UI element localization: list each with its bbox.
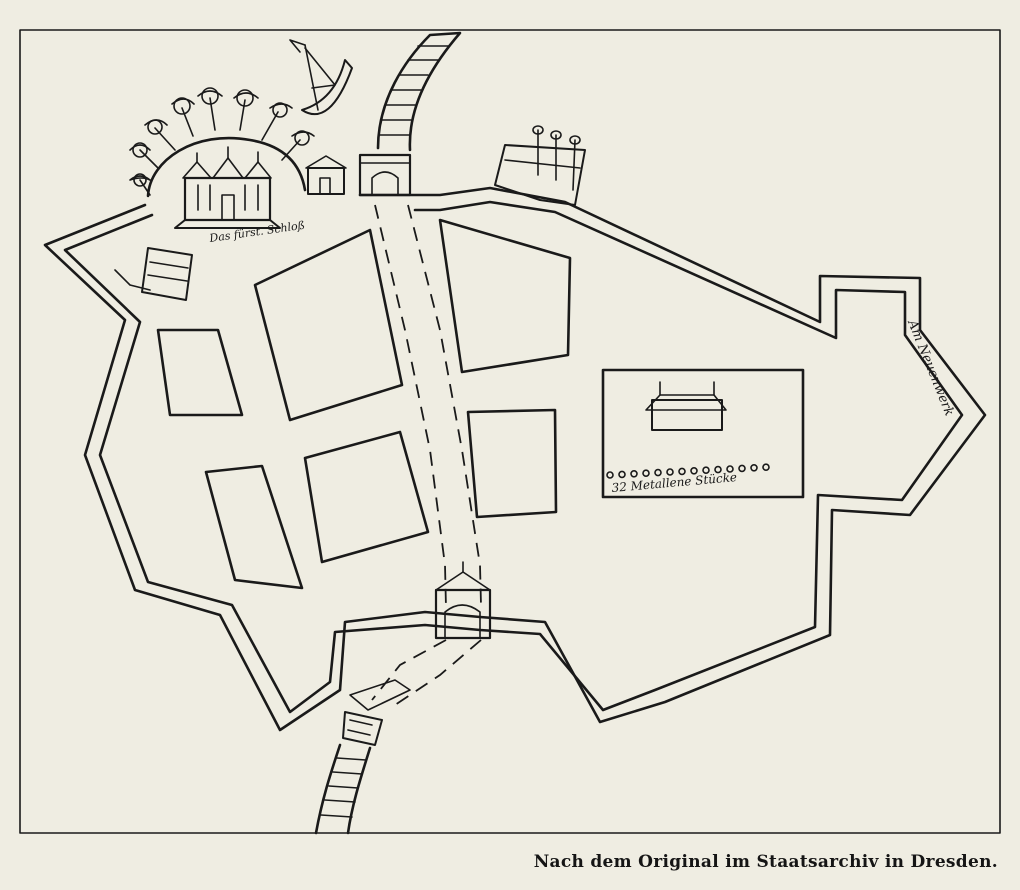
cannon-mark: [606, 471, 614, 479]
northeast-bastion: [494, 125, 586, 206]
castle-label: Das fürst. Schloß: [208, 219, 306, 245]
cannon-mark: [618, 470, 626, 479]
main-street: [407, 204, 482, 606]
map-frame: [19, 29, 1001, 834]
cannon-mark: [642, 469, 650, 478]
cannon-mark: [678, 467, 686, 476]
cannon-mark: [762, 463, 770, 472]
market-square: [601, 368, 805, 499]
cannon-mark: [654, 468, 662, 477]
south-gatehouse: [342, 679, 411, 746]
north-gate: [358, 153, 412, 197]
north-bridge: [376, 31, 462, 152]
city-block: [156, 328, 244, 417]
south-bridge: [314, 743, 372, 835]
cannon-mark: [738, 464, 746, 473]
castle-hill: [146, 136, 307, 198]
lower-road: [394, 639, 482, 706]
lower-road: [371, 639, 447, 701]
ship: [289, 39, 353, 116]
city-block: [253, 228, 404, 422]
fortress-inner-wall: [63, 200, 964, 714]
city-block: [438, 218, 572, 374]
city-block: [204, 464, 304, 590]
small-house: [305, 155, 347, 195]
castle-building: [174, 146, 281, 229]
cannon-mark: [750, 463, 758, 472]
cannons-label: 32 Metallene Stücke: [611, 470, 737, 495]
cannon-row: [606, 463, 770, 479]
market-church: [645, 381, 727, 431]
cannon-mark: [690, 466, 698, 475]
cannon-mark: [726, 465, 734, 473]
small-building-west: [114, 247, 193, 301]
main-street: [374, 204, 447, 609]
cannon-mark: [702, 466, 710, 475]
city-block: [303, 430, 430, 564]
cannon-mark: [666, 468, 674, 476]
cannon-mark: [630, 469, 638, 478]
map-caption: Nach dem Original im Staatsarchiv in Dre…: [533, 852, 998, 872]
city-block: [466, 408, 558, 519]
cannon-mark: [714, 465, 722, 474]
south-gate: [434, 561, 492, 640]
fortress-outer-wall: [43, 186, 987, 732]
trees: [129, 87, 315, 196]
